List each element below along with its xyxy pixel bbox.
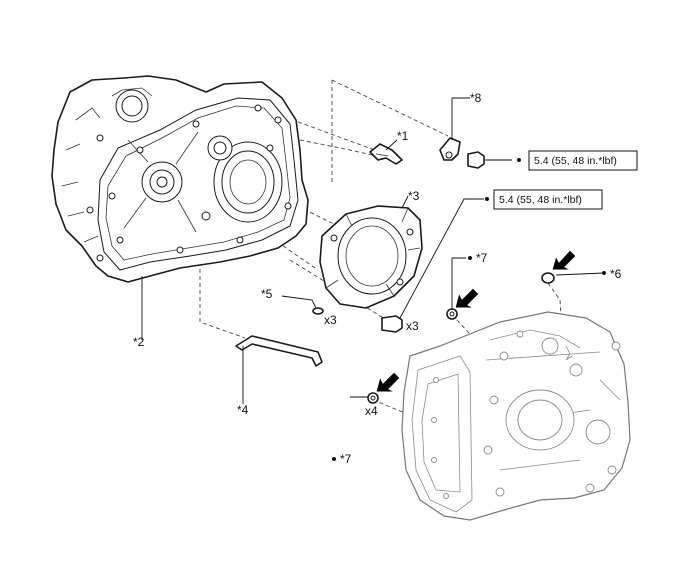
torque-spec-text: 5.4 (55, 48 in.*lbf) [534, 155, 617, 167]
callout-part-8: *8 [470, 91, 482, 105]
callout-part-5: *5 [261, 287, 273, 301]
bullet-dot-icon [485, 197, 489, 201]
cover-plate-part-3 [319, 205, 423, 309]
quantity-gasket: x4 [365, 404, 378, 418]
arrow-icon-o-ring [551, 249, 577, 271]
callout-part-2: *2 [133, 335, 145, 349]
bracket-part-8 [439, 137, 461, 161]
callout-part-4: *4 [237, 403, 249, 417]
quantity-seal: x3 [324, 313, 337, 327]
torque-spec-box-1: 5.4 (55, 48 in.*lbf) [528, 150, 638, 171]
transaxle-assembly-faded [401, 311, 631, 521]
clip-part-1 [369, 143, 403, 165]
bullet-dot-icon [468, 256, 472, 260]
callout-part-7-upper: *7 [476, 251, 488, 265]
callout-labels: *8 *1 *3 *7 *6 *5 *2 *4 *7 x3 x3 x4 [133, 91, 622, 466]
alignment-dashed-lines [199, 79, 563, 416]
bullet-dots [332, 158, 606, 461]
gasket-part-7-lower [367, 392, 379, 404]
callout-part-6: *6 [610, 267, 622, 281]
pipe-part-4 [235, 335, 323, 367]
callout-part-3: *3 [408, 189, 420, 203]
cover-plate-bolt [381, 315, 403, 333]
arrow-icon-gasket-lower [375, 371, 401, 393]
gasket-part-7-upper [446, 308, 458, 320]
transaxle-housing-part-2 [51, 75, 309, 283]
torque-spec-text: 5.4 (55, 48 in.*lbf) [499, 194, 582, 206]
quantity-bolt: x3 [406, 319, 419, 333]
callout-part-7-lower: *7 [340, 452, 352, 466]
bullet-dot-icon [517, 158, 521, 162]
seal-part-5 [312, 307, 324, 315]
leader-lines [141, 97, 605, 404]
bullet-dot-icon [602, 271, 606, 275]
torque-spec-box-2: 5.4 (55, 48 in.*lbf) [493, 189, 603, 210]
callout-part-1: *1 [397, 129, 409, 143]
o-ring-part-6 [541, 272, 555, 284]
bullet-dot-icon [332, 457, 336, 461]
arrow-icon-gasket-upper [454, 287, 480, 309]
